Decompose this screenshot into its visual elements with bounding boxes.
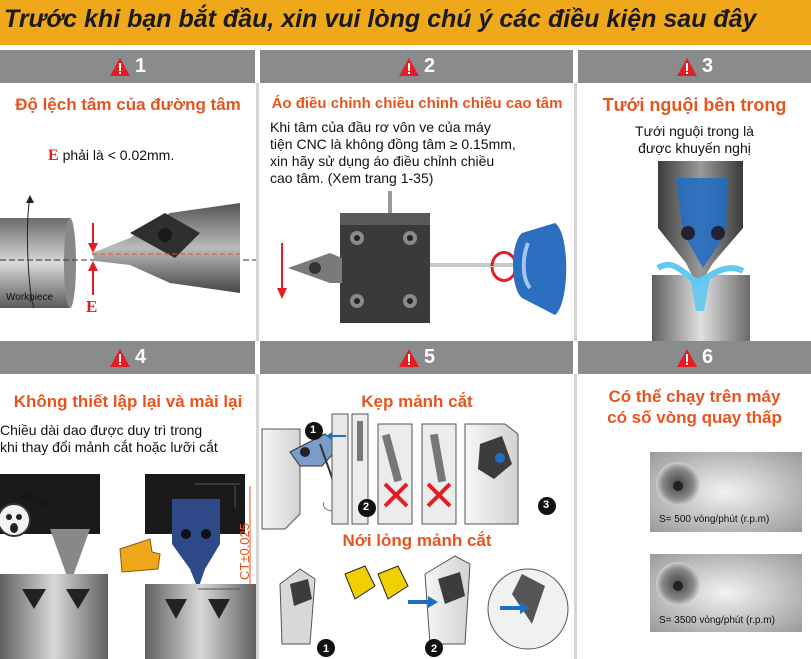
- section-number: 6: [701, 346, 714, 368]
- internal-coolant-illustration: [652, 161, 750, 341]
- warning-icon: [676, 348, 697, 367]
- step-number: 1: [310, 424, 317, 436]
- text-line: cao tâm. (Xem trang 1-35): [270, 170, 434, 186]
- low-rpm-photos: [650, 452, 802, 632]
- section-3-text: Tưới nguội trong là được khuyến nghị: [578, 123, 811, 157]
- section-header-5: 5: [260, 341, 573, 374]
- text-line: xin hãy sử dụng áo điều chỉnh chiều: [270, 153, 495, 169]
- step-number: 2: [363, 501, 370, 513]
- ct-tolerance-label: CT±0.025: [237, 523, 252, 580]
- e-dimension-label: E: [86, 297, 98, 316]
- column-divider: [574, 83, 577, 341]
- text-line: Tưới nguội trong là: [635, 123, 754, 139]
- section-1-panel: Độ lệch tâm của đường tâm E phải là < 0.…: [0, 83, 256, 341]
- section-3-panel: Tưới nguội bên trong Tưới nguội trong là…: [578, 83, 811, 341]
- step-number: 3: [543, 499, 550, 511]
- section-6-title: Có thể chạy trên máy có số vòng quay thấ…: [578, 386, 811, 428]
- section-number: 3: [701, 55, 714, 77]
- no-reset-illustration: 000025: [0, 474, 256, 659]
- warning-icon: [398, 348, 419, 367]
- warning-icon: [676, 57, 697, 76]
- eccentricity-illustration: [0, 195, 256, 309]
- section-6-panel: Có thể chạy trên máy có số vòng quay thấ…: [578, 374, 811, 659]
- section-3-title: Tưới nguội bên trong: [602, 95, 787, 115]
- section-4-panel: Không thiết lập lại và mài lại Chiều dài…: [0, 374, 256, 659]
- section-1-title: Độ lệch tâm của đường tâm: [15, 95, 241, 114]
- column-divider: [256, 374, 259, 659]
- rpm-500-caption: S= 500 vòng/phút (r.p.m): [659, 514, 770, 525]
- section-header-2: 2: [260, 50, 573, 83]
- workpiece-label: Workpiece: [6, 292, 54, 303]
- section-1-text: E phải là < 0.02mm.: [48, 147, 174, 164]
- title-line: có số vòng quay thấp: [607, 408, 782, 427]
- section-number: 4: [134, 346, 147, 368]
- text-line: Khi tâm của đầu rơ vôn ve của máy: [270, 119, 491, 135]
- step-1-marker: 1: [323, 643, 329, 655]
- section-header-3: 3: [578, 50, 811, 83]
- section-4-title: Không thiết lập lại và mài lại: [13, 392, 243, 411]
- ct-label: CT: [227, 499, 237, 511]
- section-4-text: Chiều dài dao được duy trì trong khi tha…: [0, 422, 218, 456]
- section-header-4: 4: [0, 341, 255, 374]
- banner-title: Trước khi bạn bắt đầu, xin vui lòng chú …: [4, 5, 757, 33]
- section-2-text: Khi tâm của đầu rơ vôn ve của máy tiện C…: [270, 119, 516, 187]
- section-2-title: Áo điều chỉnh chiều chỉnh chiều cao tâm: [271, 95, 563, 112]
- section-header-6: 6: [578, 341, 811, 374]
- section-number: 2: [423, 55, 436, 77]
- loosen-insert-title: Nới lỏng mảnh cắt: [342, 531, 492, 550]
- warning-icon: [109, 57, 130, 76]
- section-5-panel: Kẹp mảnh cắt Nới lỏng mảnh cắt: [260, 374, 574, 659]
- title-banner: Trước khi bạn bắt đầu, xin vui lòng chú …: [0, 0, 811, 45]
- tolerance-text: phải là < 0.02mm.: [62, 147, 175, 163]
- clamp-insert-title: Kẹp mảnh cắt: [361, 392, 473, 411]
- section-number: 1: [134, 55, 147, 77]
- insert-clamping-illustration: 1 2: [261, 413, 569, 657]
- warning-icon: [398, 57, 419, 76]
- column-divider: [256, 83, 259, 341]
- text-line: Chiều dài dao được duy trì trong: [0, 422, 203, 438]
- rpm-3500-caption: S= 3500 vòng/phút (r.p.m): [659, 615, 775, 626]
- e-symbol: E: [48, 147, 59, 164]
- section-number: 5: [423, 346, 436, 368]
- step-2-marker: 2: [431, 643, 437, 655]
- warning-icon: [109, 348, 130, 367]
- text-line: tiện CNC là không đồng tâm ≥ 0.15mm,: [270, 136, 516, 152]
- section-header-1: 1: [0, 50, 255, 83]
- column-divider: [574, 374, 577, 659]
- text-line: khi thay đổi mảnh cắt hoặc lưỡi cắt: [0, 439, 218, 455]
- section-2-panel: Áo điều chỉnh chiều chỉnh chiều cao tâm …: [260, 83, 574, 341]
- height-adjust-sleeve-illustration: [277, 191, 567, 323]
- title-line: Có thể chạy trên máy: [608, 387, 781, 406]
- text-line: được khuyến nghị: [638, 140, 751, 156]
